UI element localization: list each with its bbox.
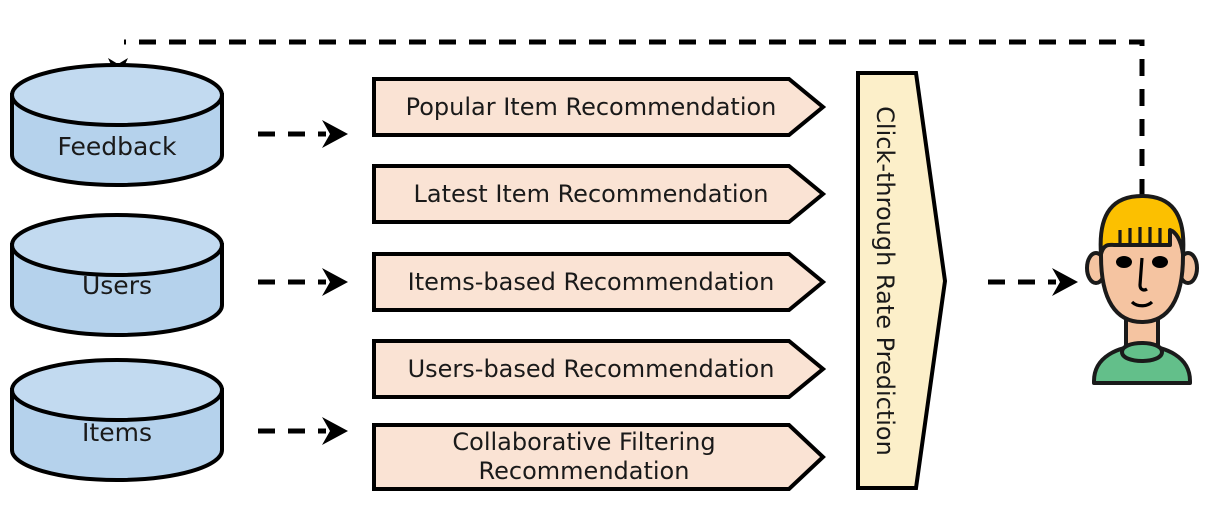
- eye-right-icon: [1152, 256, 1168, 268]
- connector-feedback-to-recommendations: [258, 120, 348, 148]
- hair-strands-icon: [1118, 227, 1162, 246]
- recommendation-items-based[interactable]: Items-based Recommendation: [372, 252, 827, 312]
- arrowhead-icon: [322, 417, 348, 445]
- click-through-rate-prediction-node[interactable]: Click-through Rate Prediction: [856, 71, 948, 490]
- database-items-label: Items: [82, 418, 152, 447]
- connector-ctr-to-user: [988, 268, 1078, 296]
- recommendation-collaborative-filtering-label-line1: Collaborative Filtering: [452, 428, 715, 456]
- connector-items-to-recommendations: [258, 417, 348, 445]
- connector-users-to-recommendations: [258, 268, 348, 296]
- recommendation-popular-item[interactable]: Popular Item Recommendation: [372, 77, 827, 137]
- recommendation-items-based-label: Items-based Recommendation: [408, 268, 775, 296]
- recommendation-collaborative-filtering[interactable]: Collaborative Filtering Recommendation: [372, 423, 826, 491]
- recommendation-users-based-label: Users-based Recommendation: [408, 355, 775, 383]
- eye-left-icon: [1116, 256, 1132, 268]
- nose-icon: [1138, 257, 1148, 292]
- arrowhead-icon: [1052, 268, 1078, 296]
- database-users-label: Users: [82, 271, 152, 300]
- recommendation-users-based[interactable]: Users-based Recommendation: [372, 339, 827, 399]
- recommendation-latest-item-label: Latest Item Recommendation: [414, 180, 769, 208]
- mouth-icon: [1130, 300, 1154, 308]
- recommendation-popular-item-label: Popular Item Recommendation: [406, 93, 777, 121]
- database-users: Users: [10, 213, 224, 337]
- recommendation-latest-item[interactable]: Latest Item Recommendation: [372, 164, 827, 224]
- database-feedback-label: Feedback: [57, 132, 177, 161]
- recommendation-collaborative-filtering-label-line2: Recommendation: [479, 457, 690, 485]
- database-items: Items: [10, 358, 224, 482]
- database-feedback: Feedback: [10, 63, 224, 187]
- user-person-icon: [1085, 194, 1199, 385]
- click-through-rate-prediction-label: Click-through Rate Prediction: [871, 106, 899, 456]
- arrowhead-icon: [322, 120, 348, 148]
- arrowhead-icon: [322, 268, 348, 296]
